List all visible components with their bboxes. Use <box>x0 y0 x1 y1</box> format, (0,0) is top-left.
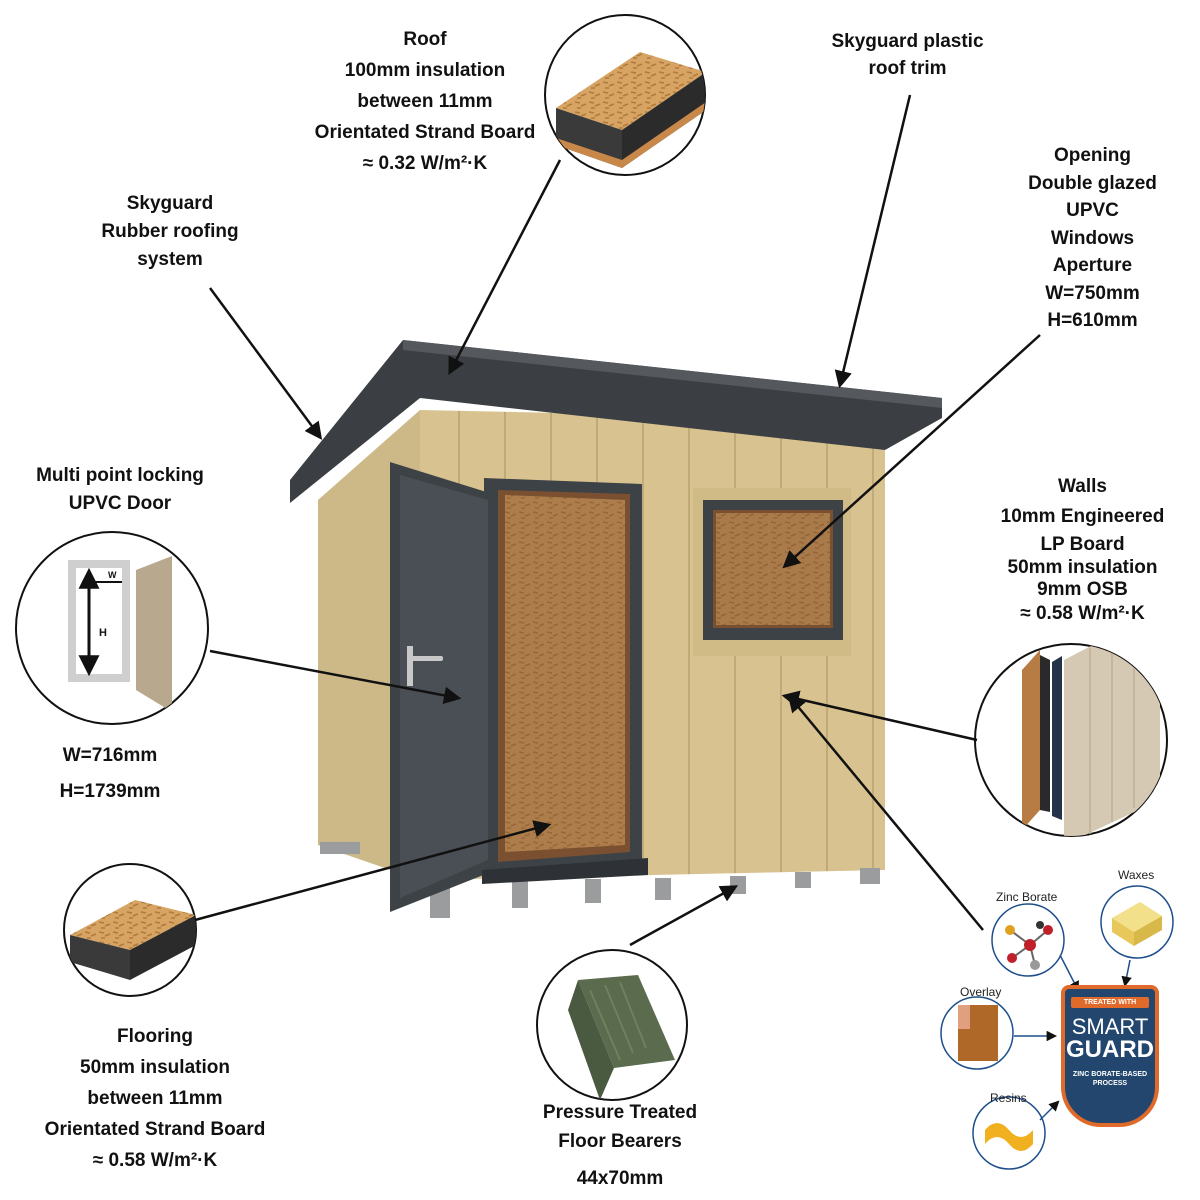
door-label-line: UPVC Door <box>68 493 172 514</box>
roof-label-line: 100mm insulation <box>344 60 506 81</box>
walls-label-line: 9mm OSB <box>1037 579 1128 600</box>
overlay-icon <box>940 996 1014 1070</box>
roof-trim-label: Skyguard plastic roof trim <box>800 26 1015 84</box>
bearers-label-line: Pressure Treated <box>542 1102 698 1123</box>
flooring-label-line: Orientated Strand Board <box>44 1119 266 1140</box>
windows-label-line: Double glazed <box>1028 172 1157 194</box>
resins-label: Resins <box>990 1091 1027 1105</box>
smartguard-badge-line2: GUARD <box>1066 1036 1154 1063</box>
door-dims-label: W=716mm H=1739mm <box>20 738 200 810</box>
walls-label-line: Walls <box>1058 476 1107 497</box>
door-diagram-h: H <box>99 627 107 639</box>
windows-label-line: UPVC <box>1066 200 1119 221</box>
rubber-roof-label-line: Skyguard <box>126 193 214 214</box>
door-dims-label-line: W=716mm <box>62 745 158 766</box>
roof-trim-label-line: roof trim <box>868 58 947 79</box>
walls-label-line: 50mm insulation <box>1007 557 1158 578</box>
rubber-roof-label-line: Rubber roofing <box>101 221 239 242</box>
walls-label-line: LP Board <box>1040 534 1125 555</box>
walls-label-line: ≈ 0.58 W/m²·K <box>1020 603 1145 624</box>
roof-label-line: ≈ 0.32 W/m²·K <box>362 153 488 174</box>
door-diagram-circle: W H <box>15 531 209 725</box>
bearers-label-line: 44x70mm <box>576 1168 664 1189</box>
zinc-borate-label: Zinc Borate <box>996 890 1058 904</box>
flooring-label-line: ≈ 0.58 W/m²·K <box>92 1150 218 1171</box>
windows-label-line: Opening <box>1053 145 1132 166</box>
roof-label-line: Orientated Strand Board <box>314 122 536 143</box>
windows-label-line: Windows <box>1050 227 1135 249</box>
callout-arrows <box>194 94 1041 947</box>
smartguard-badge-bottom: ZINC BORATE-BASED PROCESS <box>1072 1071 1148 1087</box>
window <box>693 488 851 656</box>
shed <box>290 340 942 918</box>
overlay-label: Overlay <box>960 985 1002 999</box>
windows-label-line: H=610mm <box>1047 310 1138 331</box>
wall-sample-circle <box>974 643 1168 837</box>
bearers-label-line: Floor Bearers <box>558 1131 682 1152</box>
bearer-sample-circle <box>536 949 688 1101</box>
floor-sample-circle <box>63 863 197 997</box>
flooring-label-line: between 11mm <box>87 1088 223 1109</box>
flooring-label-line: 50mm insulation <box>80 1057 230 1078</box>
resins-icon <box>972 1096 1046 1170</box>
door-label: Multi point locking UPVC Door <box>5 462 235 518</box>
door-dims-label-line: H=1739mm <box>59 781 161 802</box>
waxes-icon <box>1100 885 1174 959</box>
windows-label-line: W=750mm <box>1045 282 1140 304</box>
roof-sample-circle <box>544 14 706 176</box>
smartguard-badge-top: TREATED WITH <box>1071 997 1149 1008</box>
smartguard-badge-line1: SMART <box>1071 1014 1149 1039</box>
flooring-label-line: Flooring <box>117 1026 193 1047</box>
door-diagram-w: W <box>108 570 117 580</box>
roof-trim-label-line: Skyguard plastic <box>831 31 984 52</box>
walls-label: Walls 10mm Engineered LP Board 50mm insu… <box>965 472 1200 626</box>
roof-label-line: Roof <box>403 29 447 50</box>
rubber-roof-label: Skyguard Rubber roofing system <box>80 190 260 274</box>
zinc-borate-icon <box>991 903 1065 977</box>
waxes-label: Waxes <box>1118 868 1155 882</box>
rubber-roof-label-line: system <box>137 249 203 270</box>
walls-label-line: 10mm Engineered <box>1000 506 1165 527</box>
windows-label-line: Aperture <box>1052 255 1133 276</box>
smartguard-diagram <box>940 885 1174 1170</box>
windows-label: Opening Double glazed UPVC Windows Apert… <box>1000 142 1185 335</box>
roof-label: Roof 100mm insulation between 11mm Orien… <box>290 24 560 179</box>
flooring-label: Flooring 50mm insulation between 11mm Or… <box>20 1021 290 1176</box>
smartguard-badge: TREATED WITH SMART GUARD ZINC BORATE-BAS… <box>1061 985 1159 1127</box>
bearers-label: Pressure Treated Floor Bearers 44x70mm <box>510 1098 730 1193</box>
door-label-line: Multi point locking <box>36 465 204 486</box>
roof-label-line: between 11mm <box>357 91 493 112</box>
